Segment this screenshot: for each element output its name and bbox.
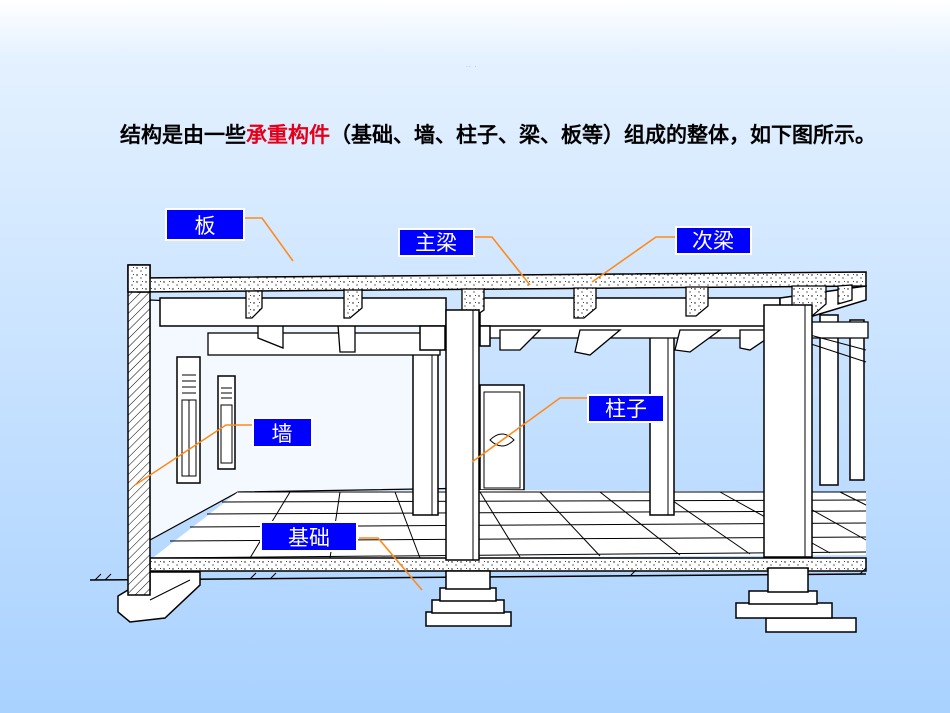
label-wall: 墙 <box>252 417 313 448</box>
leader-wall <box>134 424 252 486</box>
leader-secondary-beam <box>591 236 676 283</box>
foundation-right <box>735 567 857 633</box>
roof-slab <box>127 264 867 293</box>
floor-slab <box>149 557 867 572</box>
label-slab: 板 <box>165 208 245 241</box>
label-foundation-text: 基础 <box>288 526 330 550</box>
label-slab-text: 板 <box>195 214 216 238</box>
window-right <box>217 375 236 470</box>
intro-text-before: 结构是由一些 <box>120 123 246 147</box>
label-main-beam-text: 主梁 <box>415 231 457 255</box>
label-secondary-beam-text: 次梁 <box>692 229 734 253</box>
leader-foundation <box>359 537 423 591</box>
label-column-text: 柱子 <box>605 397 647 421</box>
left-wall <box>127 264 151 596</box>
foundation-middle <box>425 570 512 627</box>
label-wall-text: 墙 <box>272 422 293 446</box>
door <box>479 384 525 491</box>
leader-slab <box>245 217 294 262</box>
label-foundation: 基础 <box>260 521 358 552</box>
intro-text-after: （基础、墙、柱子、梁、板等）组成的整体，如下图所示。 <box>330 123 876 147</box>
label-secondary-beam: 次梁 <box>675 226 752 255</box>
front-column-right <box>763 304 813 558</box>
window-left <box>176 356 201 484</box>
leader-column <box>471 397 587 463</box>
front-column-middle <box>445 309 480 561</box>
label-main-beam: 主梁 <box>398 228 475 257</box>
label-column: 柱子 <box>587 394 665 423</box>
intro-text-highlight: 承重构件 <box>246 123 330 147</box>
floor <box>149 490 867 560</box>
decorative-dots: ·· · <box>466 64 478 71</box>
leader-main-beam <box>474 236 531 286</box>
intro-paragraph: 结构是由一些承重构件（基础、墙、柱子、梁、板等）组成的整体，如下图所示。 <box>66 116 926 154</box>
